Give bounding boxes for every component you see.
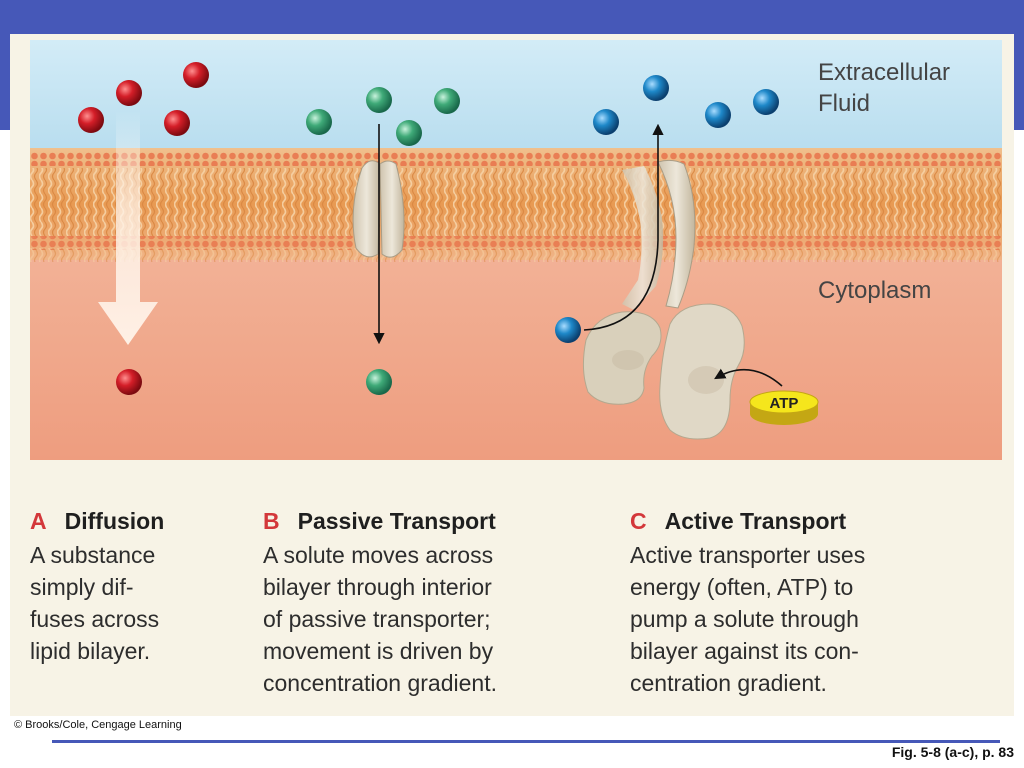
extracellular-label: Extracellular: [818, 59, 950, 86]
panel-diffusion: A Diffusion A substance simply dif- fuses…: [30, 505, 250, 667]
cytoplasm-label: Cytoplasm: [818, 277, 931, 304]
red-solute: [116, 80, 142, 106]
passive-solutes: [306, 87, 460, 395]
description-line: fuses across: [30, 606, 160, 632]
right-banner: [1014, 34, 1024, 130]
panel-letter: A: [30, 508, 47, 534]
panel-heading: A Diffusion: [30, 505, 250, 537]
green-solute: [366, 369, 392, 395]
footer-rule: [52, 740, 1000, 743]
red-solute: [78, 107, 104, 133]
panel-title: Diffusion: [64, 508, 165, 534]
blue-solute: [555, 317, 581, 343]
active-solutes: [555, 75, 779, 343]
panel-passive-transport: B Passive Transport A solute moves across…: [263, 505, 593, 699]
description-line: A substance: [30, 542, 156, 568]
description-line: concentration gradient.: [263, 670, 497, 696]
atp-molecule: ATP: [749, 390, 819, 425]
description-line: simply dif-: [30, 574, 134, 600]
description-line: of passive transporter;: [263, 606, 491, 632]
membrane-transport-figure: ATP Extracellular Fluid Cytoplasm: [30, 40, 1002, 460]
panel-description: A solute moves across bilayer through in…: [263, 539, 593, 699]
description-line: pump a solute through: [630, 606, 859, 632]
blue-solute: [753, 89, 779, 115]
extracellular-region: [30, 40, 1002, 160]
red-solute: [183, 62, 209, 88]
green-solute: [366, 87, 392, 113]
atp-energy-arrow: [714, 368, 783, 387]
description-line: centration gradient.: [630, 670, 827, 696]
cytoplasm-region: [30, 250, 1002, 460]
passive-transporter-protein: [352, 160, 405, 258]
green-solute: [396, 120, 422, 146]
diffusion-arrow: [98, 110, 158, 345]
panel-description: A substance simply dif- fuses across lip…: [30, 539, 250, 667]
description-line: bilayer against its con-: [630, 638, 859, 664]
description-line: lipid bilayer.: [30, 638, 151, 664]
description-line: energy (often, ATP) to: [630, 574, 854, 600]
active-transporter-protein: [582, 159, 745, 440]
description-line: movement is driven by: [263, 638, 494, 664]
red-solute: [116, 369, 142, 395]
copyright-notice: © Brooks/Cole, Cengage Learning: [14, 719, 182, 731]
panel-heading: B Passive Transport: [263, 505, 593, 537]
green-solute: [306, 109, 332, 135]
panel-letter: C: [630, 508, 647, 534]
description-line: bilayer through interior: [263, 574, 492, 600]
left-banner: [0, 34, 10, 130]
description-line: Active transporter uses: [630, 542, 866, 568]
active-transport-arrow: [583, 123, 664, 331]
panel-description: Active transporter uses energy (often, A…: [630, 539, 990, 699]
lipid-bilayer: [30, 148, 1002, 262]
panel-heading: C Active Transport: [630, 505, 990, 537]
blue-solute: [593, 109, 619, 135]
panel-title: Passive Transport: [297, 508, 496, 534]
panel-title: Active Transport: [664, 508, 847, 534]
diffusion-solutes: [78, 62, 209, 395]
top-banner: [0, 0, 1024, 34]
figure-reference: Fig. 5-8 (a-c), p. 83: [891, 744, 1014, 760]
blue-solute: [705, 102, 731, 128]
green-solute: [434, 88, 460, 114]
blue-solute: [643, 75, 669, 101]
atp-label: ATP: [770, 395, 799, 412]
fluid-label: Fluid: [818, 90, 870, 117]
panel-letter: B: [263, 508, 280, 534]
description-line: A solute moves across: [263, 542, 494, 568]
panel-active-transport: C Active Transport Active transporter use…: [630, 505, 990, 699]
red-solute: [164, 110, 190, 136]
